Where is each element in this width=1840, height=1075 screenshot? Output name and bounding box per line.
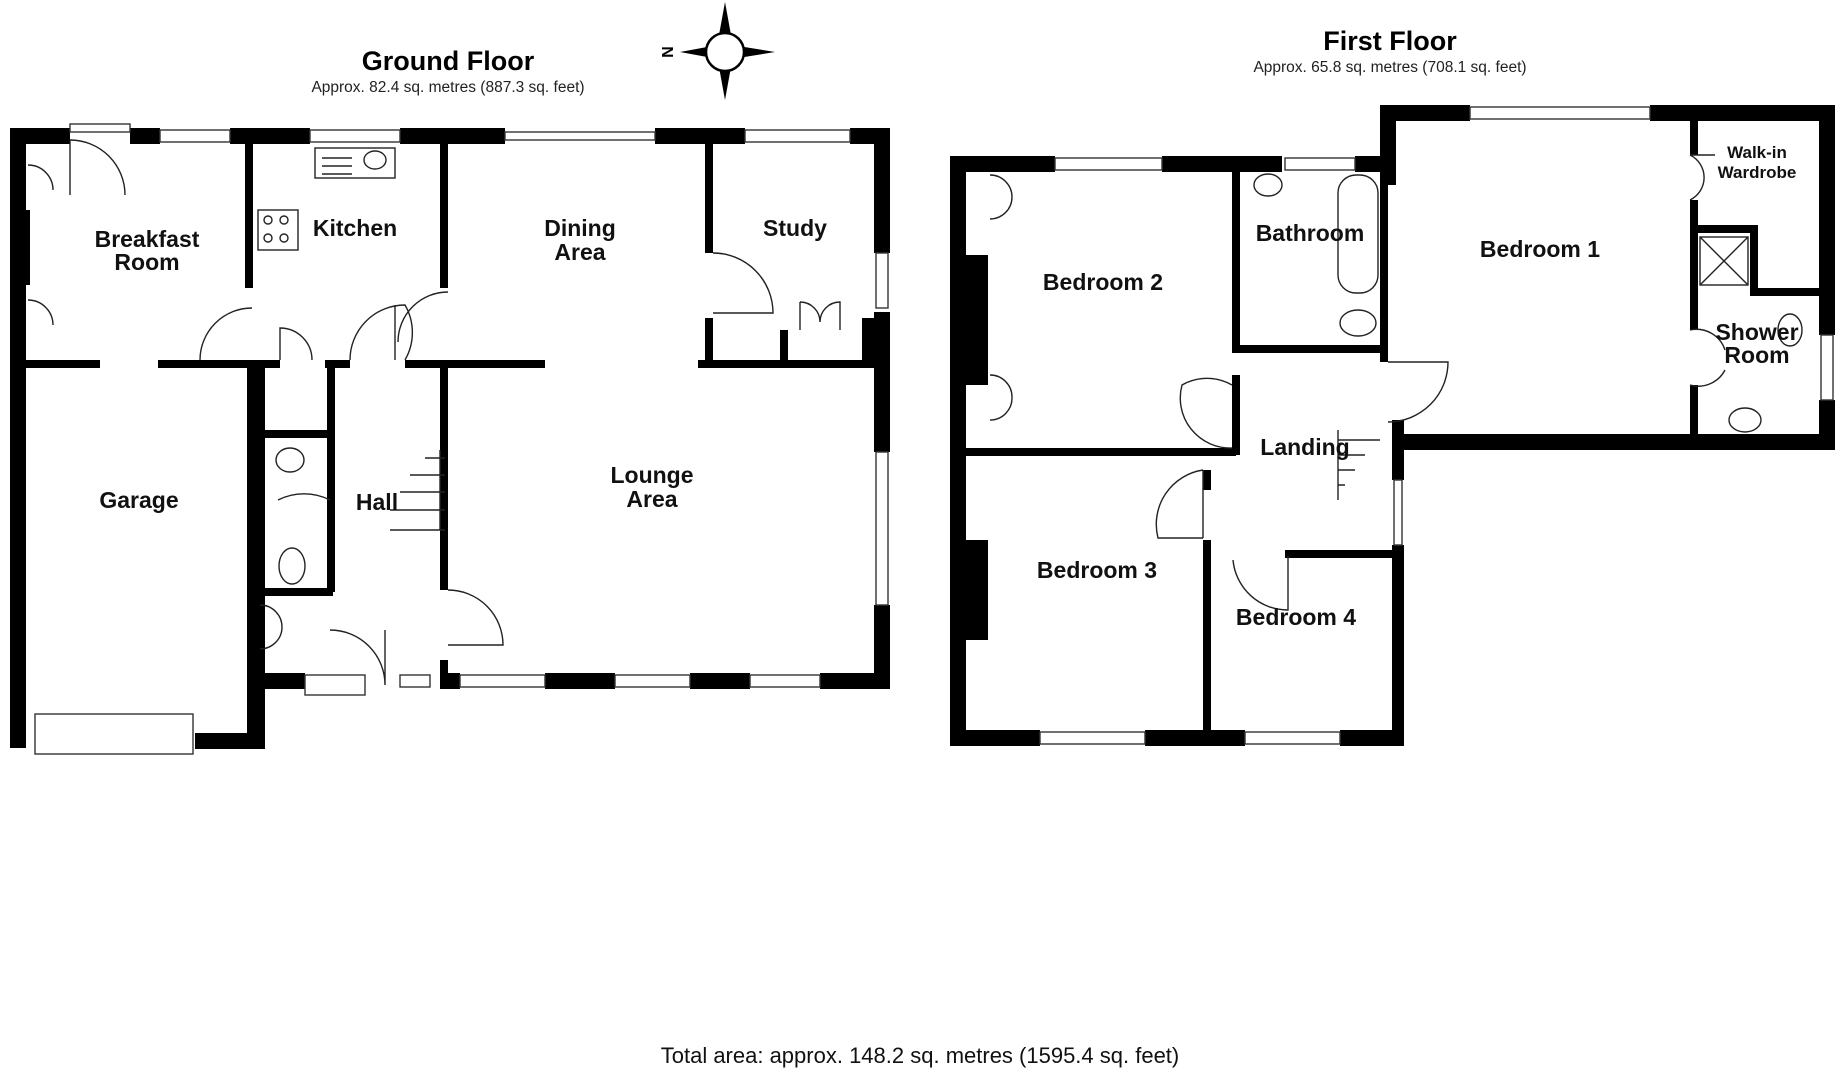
first-floor-fixtures <box>1253 173 1803 500</box>
first-floor-area: Approx. 65.8 sq. metres (708.1 sq. feet) <box>1253 59 1526 76</box>
first-floor-doors <box>989 154 1726 611</box>
shower-room-label-line1: Shower <box>1715 319 1798 345</box>
ground-floor-plan: Ground Floor Approx. 82.4 sq. metres (88… <box>10 46 890 755</box>
kitchen-label: Kitchen <box>313 215 397 241</box>
first-floor-walls <box>950 105 1835 746</box>
bedroom-3-label: Bedroom 3 <box>1037 557 1157 583</box>
study-label: Study <box>763 215 827 241</box>
dining-area-label-line1: Dining <box>544 215 616 241</box>
first-floor-room-labels: Bedroom 1 Bedroom 2 Bathroom Landing Bed… <box>1037 143 1799 630</box>
ground-floor-title: Ground Floor <box>362 46 535 76</box>
first-floor-title: First Floor <box>1323 26 1457 56</box>
shower-room-label-line2: Room <box>1724 342 1789 368</box>
compass-north-label: N <box>658 46 675 58</box>
dining-area-label-line2: Area <box>554 239 605 265</box>
walk-in-wardrobe-label-line1: Walk-in <box>1727 143 1787 162</box>
walk-in-wardrobe-label-line2: Wardrobe <box>1718 163 1797 182</box>
first-floor-plan: First Floor Approx. 65.8 sq. metres (708… <box>950 26 1835 746</box>
bedroom-4-label: Bedroom 4 <box>1236 604 1356 630</box>
compass-rose: N <box>658 2 775 100</box>
breakfast-room-label-line2: Room <box>114 249 179 275</box>
bathroom-label: Bathroom <box>1256 220 1365 246</box>
ground-floor-windows <box>34 123 889 755</box>
ground-floor-room-labels: Breakfast Room Kitchen Dining Area Study… <box>95 215 828 515</box>
garage-label: Garage <box>99 487 178 513</box>
ground-floor-doors <box>27 139 841 686</box>
ground-floor-walls <box>10 128 890 749</box>
bedroom-2-label: Bedroom 2 <box>1043 269 1163 295</box>
first-floor-windows <box>1039 106 1834 745</box>
breakfast-room-label-line1: Breakfast <box>95 226 200 252</box>
lounge-area-label-line2: Area <box>626 486 677 512</box>
ground-floor-fixtures <box>257 147 445 585</box>
lounge-area-label-line1: Lounge <box>610 462 693 488</box>
ground-floor-area: Approx. 82.4 sq. metres (887.3 sq. feet) <box>311 79 584 96</box>
total-area-text: Total area: approx. 148.2 sq. metres (15… <box>661 1043 1180 1068</box>
landing-label: Landing <box>1260 434 1349 460</box>
bedroom-1-label: Bedroom 1 <box>1480 236 1600 262</box>
hall-label: Hall <box>356 489 398 515</box>
